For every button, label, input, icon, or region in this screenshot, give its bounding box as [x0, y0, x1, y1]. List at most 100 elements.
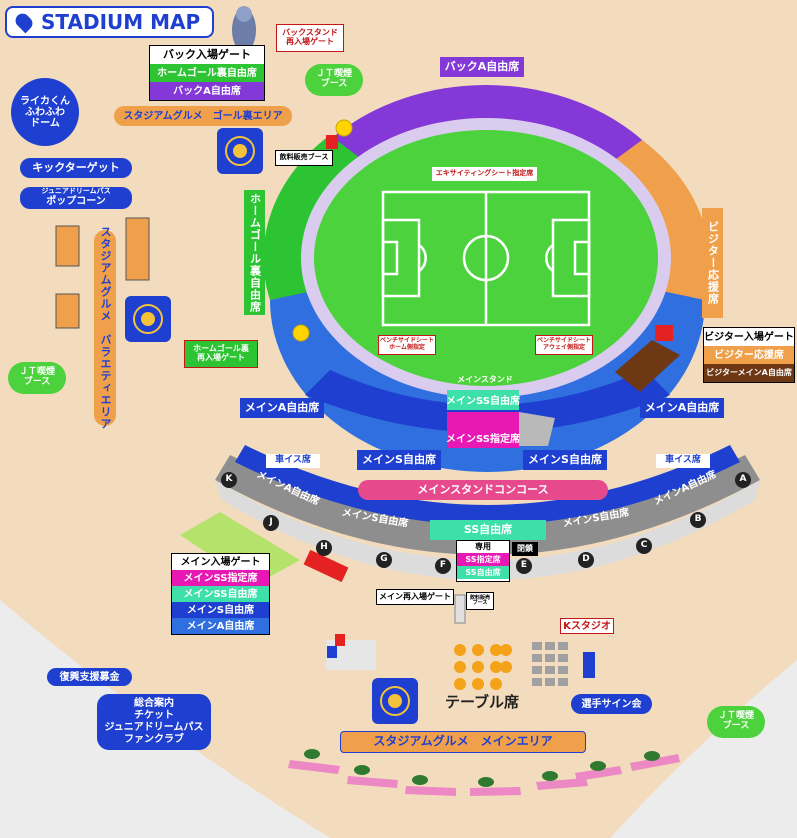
main-gate-mark: [303, 549, 349, 583]
gate-K: K: [221, 472, 237, 488]
raika-dome: ライカくん ふわふわ ドーム: [11, 78, 79, 146]
booth-1: [55, 225, 80, 267]
gourmet-icon-left: [125, 296, 171, 342]
wheelchair-left: 車イス席: [266, 454, 320, 468]
popcorn-sub: ジュニアドリームパス: [41, 187, 111, 195]
jt-booth-right: ＪＴ喫煙 ブース: [707, 706, 765, 738]
map-pin-icon: [12, 10, 36, 34]
visitor-gate-mark: [655, 325, 673, 341]
header-title-box: STADIUM MAP: [5, 6, 214, 38]
booth-2: [125, 217, 150, 281]
main-gate-row-a-free: メインA自由席: [172, 618, 269, 634]
main-reentry-stair: [454, 594, 466, 624]
back-gate-table: バック入場ゲート ホームゴール裏自由席 バックA自由席: [149, 45, 265, 101]
gate-G: G: [376, 552, 392, 568]
main-arc-outer: [215, 455, 760, 555]
kicker-gate: キックターゲット: [20, 158, 132, 178]
home-reentry-dot: [292, 324, 310, 342]
exclusive-box: 専用 SS指定席 SS自由席: [456, 540, 510, 582]
back-gate-row-backa: バックA自由席: [150, 82, 264, 100]
main-arc-concourse: [215, 480, 760, 580]
gourmet-icon-top: [217, 128, 263, 174]
visitor-main-a: [615, 340, 680, 392]
gray-grid: [532, 642, 568, 686]
gate-D: D: [578, 552, 594, 568]
back-reentry-label: [276, 24, 344, 52]
visitor-gate-title: ビジター入場ゲート: [704, 331, 794, 343]
main-gate-row-ss-reserved: メインSS指定席: [172, 570, 269, 586]
drink-small: 飲料販売 ブース: [466, 592, 494, 610]
main-arc-seats: [235, 445, 740, 525]
main-a-left-label: メインA自由席: [240, 398, 324, 418]
visitor-support-label: ビジター応援席: [702, 208, 723, 318]
back-reentry-dot: [335, 119, 353, 137]
gourmet-icon-bottom: [372, 678, 418, 724]
food-trees: [304, 749, 660, 787]
ss-reserved-block: [447, 412, 519, 448]
gray-block: [519, 412, 555, 446]
drink-booth: 飲料販売ブース: [275, 150, 333, 166]
main-ss-free: メインSS自由席: [446, 395, 520, 407]
pitch-lines: [381, 190, 591, 327]
main-gate-row-s-free: メインS自由席: [172, 602, 269, 618]
back-gate-title: バック入場ゲート: [163, 47, 251, 61]
exclusive-ss-free: SS自由席: [457, 566, 509, 579]
visitor-gate-row-main: ビジターメインA自由席: [704, 364, 794, 382]
gourmet-main-area: スタジアムグルメ メインエリア: [340, 731, 586, 753]
restroom-box: [326, 634, 376, 670]
signing-label: 選手サイン会: [571, 694, 652, 714]
table-seat-dots: [454, 644, 512, 690]
gate-A: A: [735, 472, 751, 488]
food-stalls: [288, 754, 680, 796]
popcorn-box: ジュニアドリームパス ポップコーン: [20, 187, 132, 209]
main-s-right-label: メインS自由席: [523, 450, 607, 470]
gate-F: F: [435, 558, 451, 574]
k-studio-booth: [583, 652, 595, 678]
excite-seat-label: エキサイティングシート指定席: [432, 167, 537, 181]
fukko-donation: 復興支援募金: [47, 668, 132, 686]
main-gate-title: メイン入場ゲート: [180, 556, 261, 568]
visitor-gate-row-support: ビジター応援席: [704, 346, 794, 364]
back-reentry-text: バックスタンド 再入場ゲート: [282, 28, 338, 46]
visitor-gate-table: ビジター入場ゲート ビジター応援席 ビジターメインA自由席: [703, 327, 795, 383]
back-a-label: バックA自由席: [440, 57, 524, 77]
closed-label: 閉鎖: [512, 542, 538, 556]
main-concourse: メインスタンドコンコース: [358, 480, 608, 500]
popcorn-label: ポップコーン: [46, 196, 106, 207]
k-studio-label: Kスタジオ: [560, 618, 614, 634]
gourmet-variety-area: スタジアムグルメ バラエティエリア: [94, 226, 116, 430]
wheelchair-right: 車イス席: [656, 454, 710, 468]
booth-3: [55, 293, 80, 329]
main-gate-table: メイン入場ゲート メインSS指定席 メインSS自由席 メインS自由席 メインA自…: [171, 553, 270, 635]
green-patch: [180, 512, 300, 585]
jt-booth-left: ＪＴ喫煙 ブース: [8, 362, 66, 394]
home-goal-label: ホームゴール裏自由席: [244, 190, 265, 315]
plaza-right: [610, 660, 797, 838]
bench-home: ベンチサイドシート ホーム側指定: [378, 335, 436, 355]
back-gate-mark: [326, 135, 338, 149]
exclusive-ss-reserved: SS指定席: [457, 553, 509, 566]
gate-H: H: [316, 540, 332, 556]
main-reentry-gate: メイン再入場ゲート: [376, 589, 454, 605]
main-a-right-label: メインA自由席: [640, 398, 724, 418]
home-goal-reentry: ホームゴール裏 再入場ゲート: [184, 340, 258, 368]
gate-J: J: [263, 515, 279, 531]
plaza-left: [0, 600, 330, 838]
back-gate-row-home: ホームゴール裏自由席: [150, 64, 264, 82]
info-center: 総合案内 チケット ジュニアドリームパス ファンクラブ: [97, 694, 211, 750]
page-title: STADIUM MAP: [41, 10, 201, 34]
exclusive-title: 専用: [475, 542, 491, 551]
mascot-icon: [232, 6, 256, 52]
gourmet-goal-area: スタジアムグルメ ゴール裏エリア: [114, 106, 292, 126]
main-s-left-label: メインS自由席: [357, 450, 441, 470]
main-stand-text: メインスタンド: [457, 374, 513, 384]
ss-free-block: [447, 390, 519, 410]
main-ss-reserved: メインSS指定席: [446, 433, 520, 445]
bench-away: ベンチサイドシート アウェイ側指定: [535, 335, 593, 355]
gate-C: C: [636, 538, 652, 554]
table-seat-label: テーブル席: [444, 692, 520, 711]
main-a-stand: [305, 370, 670, 433]
jt-booth-top: ＪＴ喫煙 ブース: [305, 64, 363, 96]
gate-B: B: [690, 512, 706, 528]
